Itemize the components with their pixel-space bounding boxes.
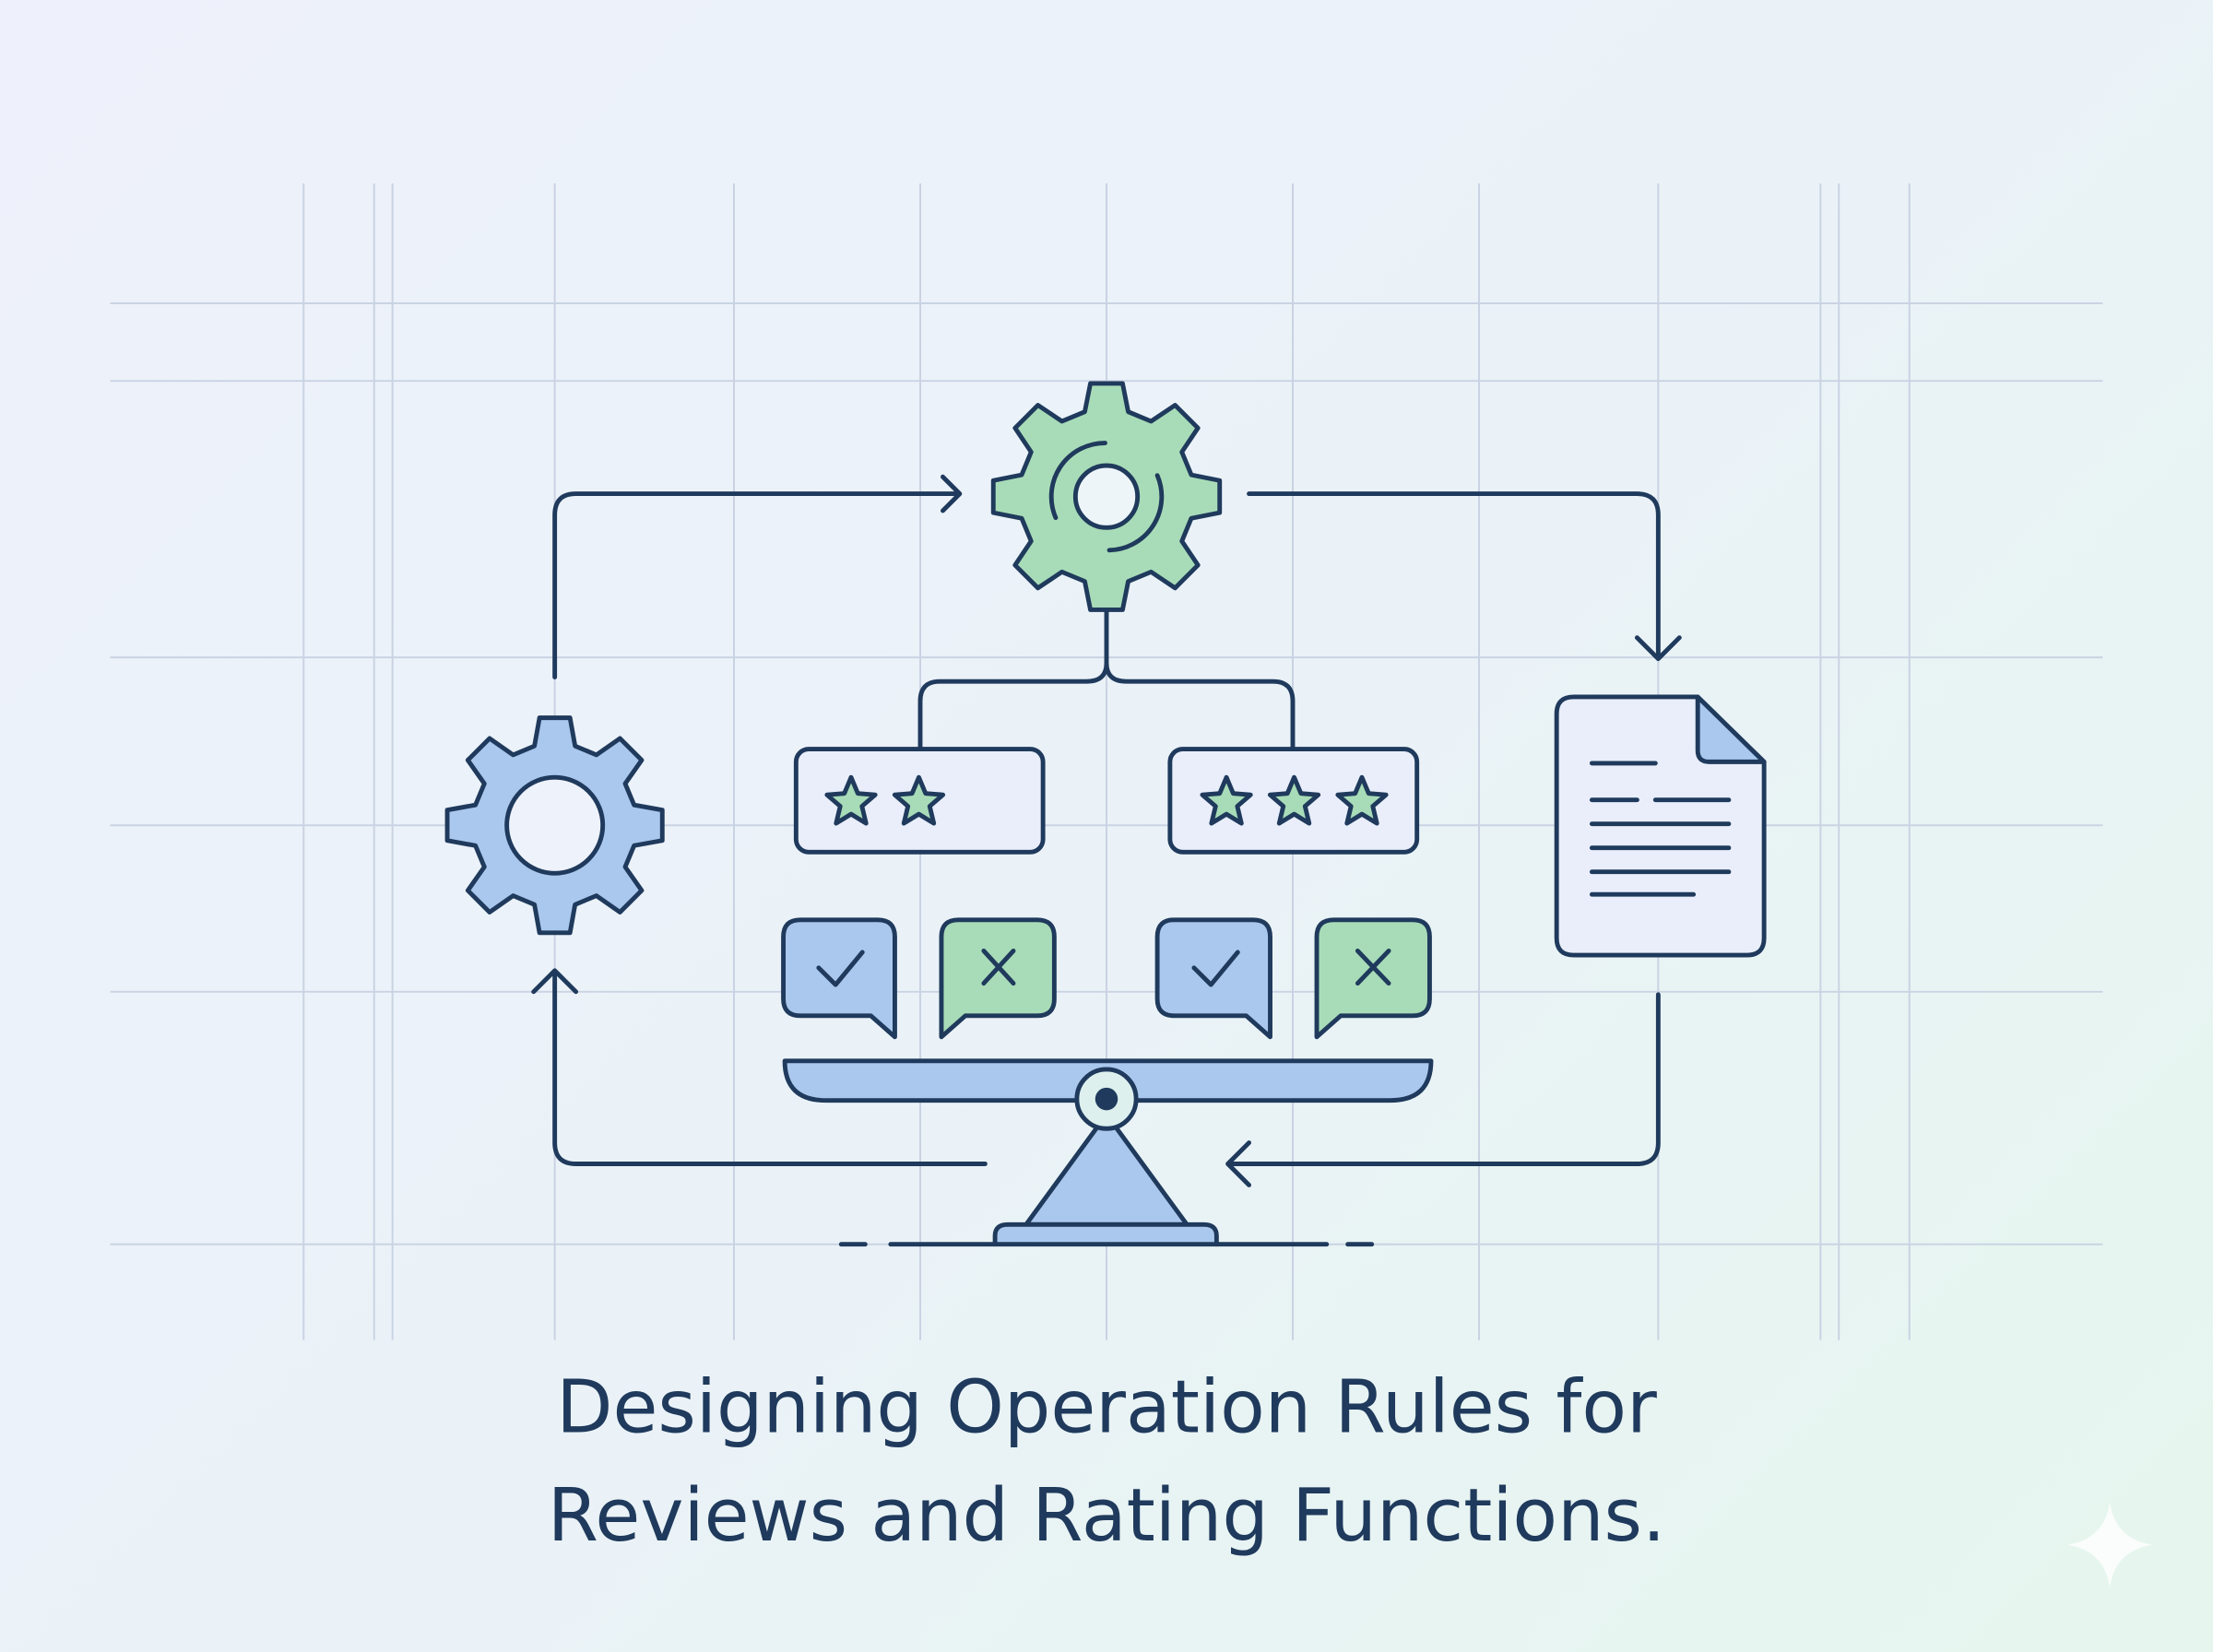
title-line-1: Designing Operation Rules for: [556, 1363, 1657, 1449]
star-icon: [1267, 774, 1321, 826]
gear-hole: [1072, 463, 1141, 530]
arrow-to-document: [1247, 491, 1682, 662]
star-icon: [892, 774, 946, 826]
rating-box-two-stars: [793, 747, 1046, 855]
star-icon: [1200, 774, 1253, 826]
x-icon: [1355, 948, 1391, 986]
balance-scale-icon: [782, 1058, 1434, 1247]
arrow-to-top-gear: [552, 474, 963, 680]
title-line-2: Reviews and Rating Functions.: [548, 1472, 1666, 1558]
approve-bubble: [781, 917, 897, 1040]
reject-bubble: [1314, 917, 1432, 1040]
branch-connector: [917, 607, 1296, 752]
gear-hole: [504, 774, 606, 876]
rating-box-three-stars: [1167, 747, 1420, 855]
check-icon: [1191, 950, 1240, 987]
x-icon: [981, 948, 1016, 986]
flow-arrows: [531, 474, 1682, 1187]
arrow-to-left-gear: [531, 968, 988, 1166]
star-icon: [824, 774, 878, 826]
arrow-to-scale: [1225, 992, 1661, 1187]
star-icon: [1335, 774, 1389, 826]
document-icon: [1554, 694, 1767, 958]
check-icon: [816, 950, 865, 987]
reject-bubble: [939, 917, 1057, 1040]
background-grid: [110, 183, 2103, 1340]
sparkle-icon: [2067, 1502, 2152, 1587]
approve-bubble: [1154, 917, 1272, 1040]
gear-motion-arcs: [1048, 441, 1165, 553]
